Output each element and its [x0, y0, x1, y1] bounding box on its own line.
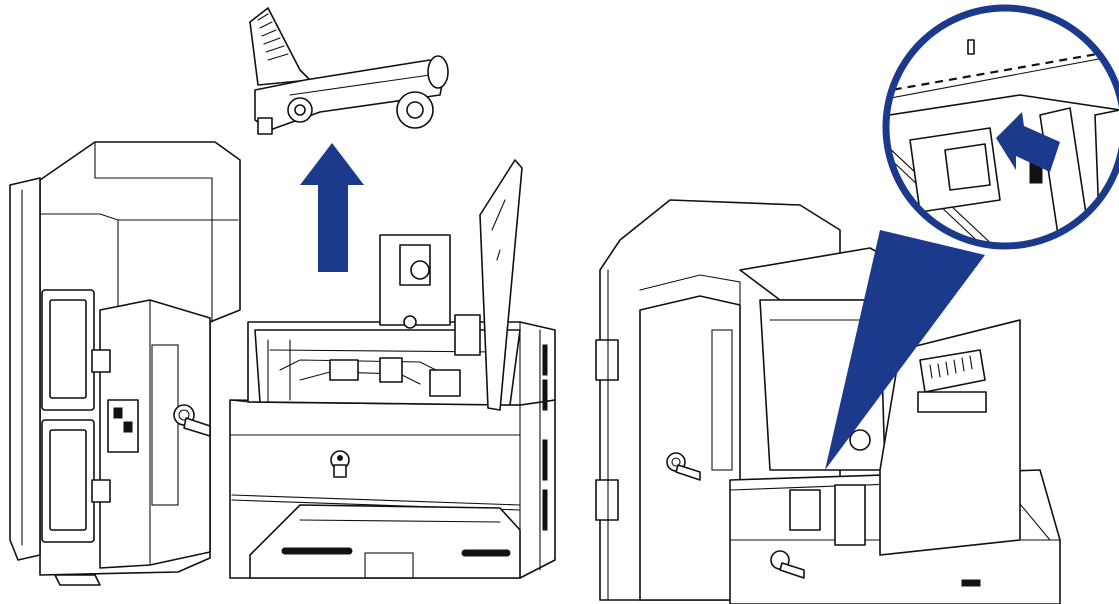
- roller-grip-ridges: [257, 13, 289, 61]
- right-printer-assembly: [595, 4, 1119, 604]
- callout-pointer: [825, 230, 985, 470]
- laminator-module: [9, 141, 241, 586]
- key-lock-icon: [173, 404, 211, 437]
- cover-grip-ridges: [929, 355, 973, 379]
- left-printer-assembly: [9, 7, 556, 586]
- open-side-cover: [879, 319, 1021, 556]
- printer-interior-mechanism: [254, 159, 523, 411]
- up-arrow-icon: [300, 143, 364, 272]
- cleaning-roller-cartridge: [249, 7, 449, 135]
- key-lock-icon: [666, 452, 701, 481]
- insert-arrow-icon: [996, 112, 1060, 172]
- key-lock-icon: [330, 450, 350, 478]
- key-lock-icon: [770, 550, 805, 579]
- printer-interior-right: [789, 429, 881, 546]
